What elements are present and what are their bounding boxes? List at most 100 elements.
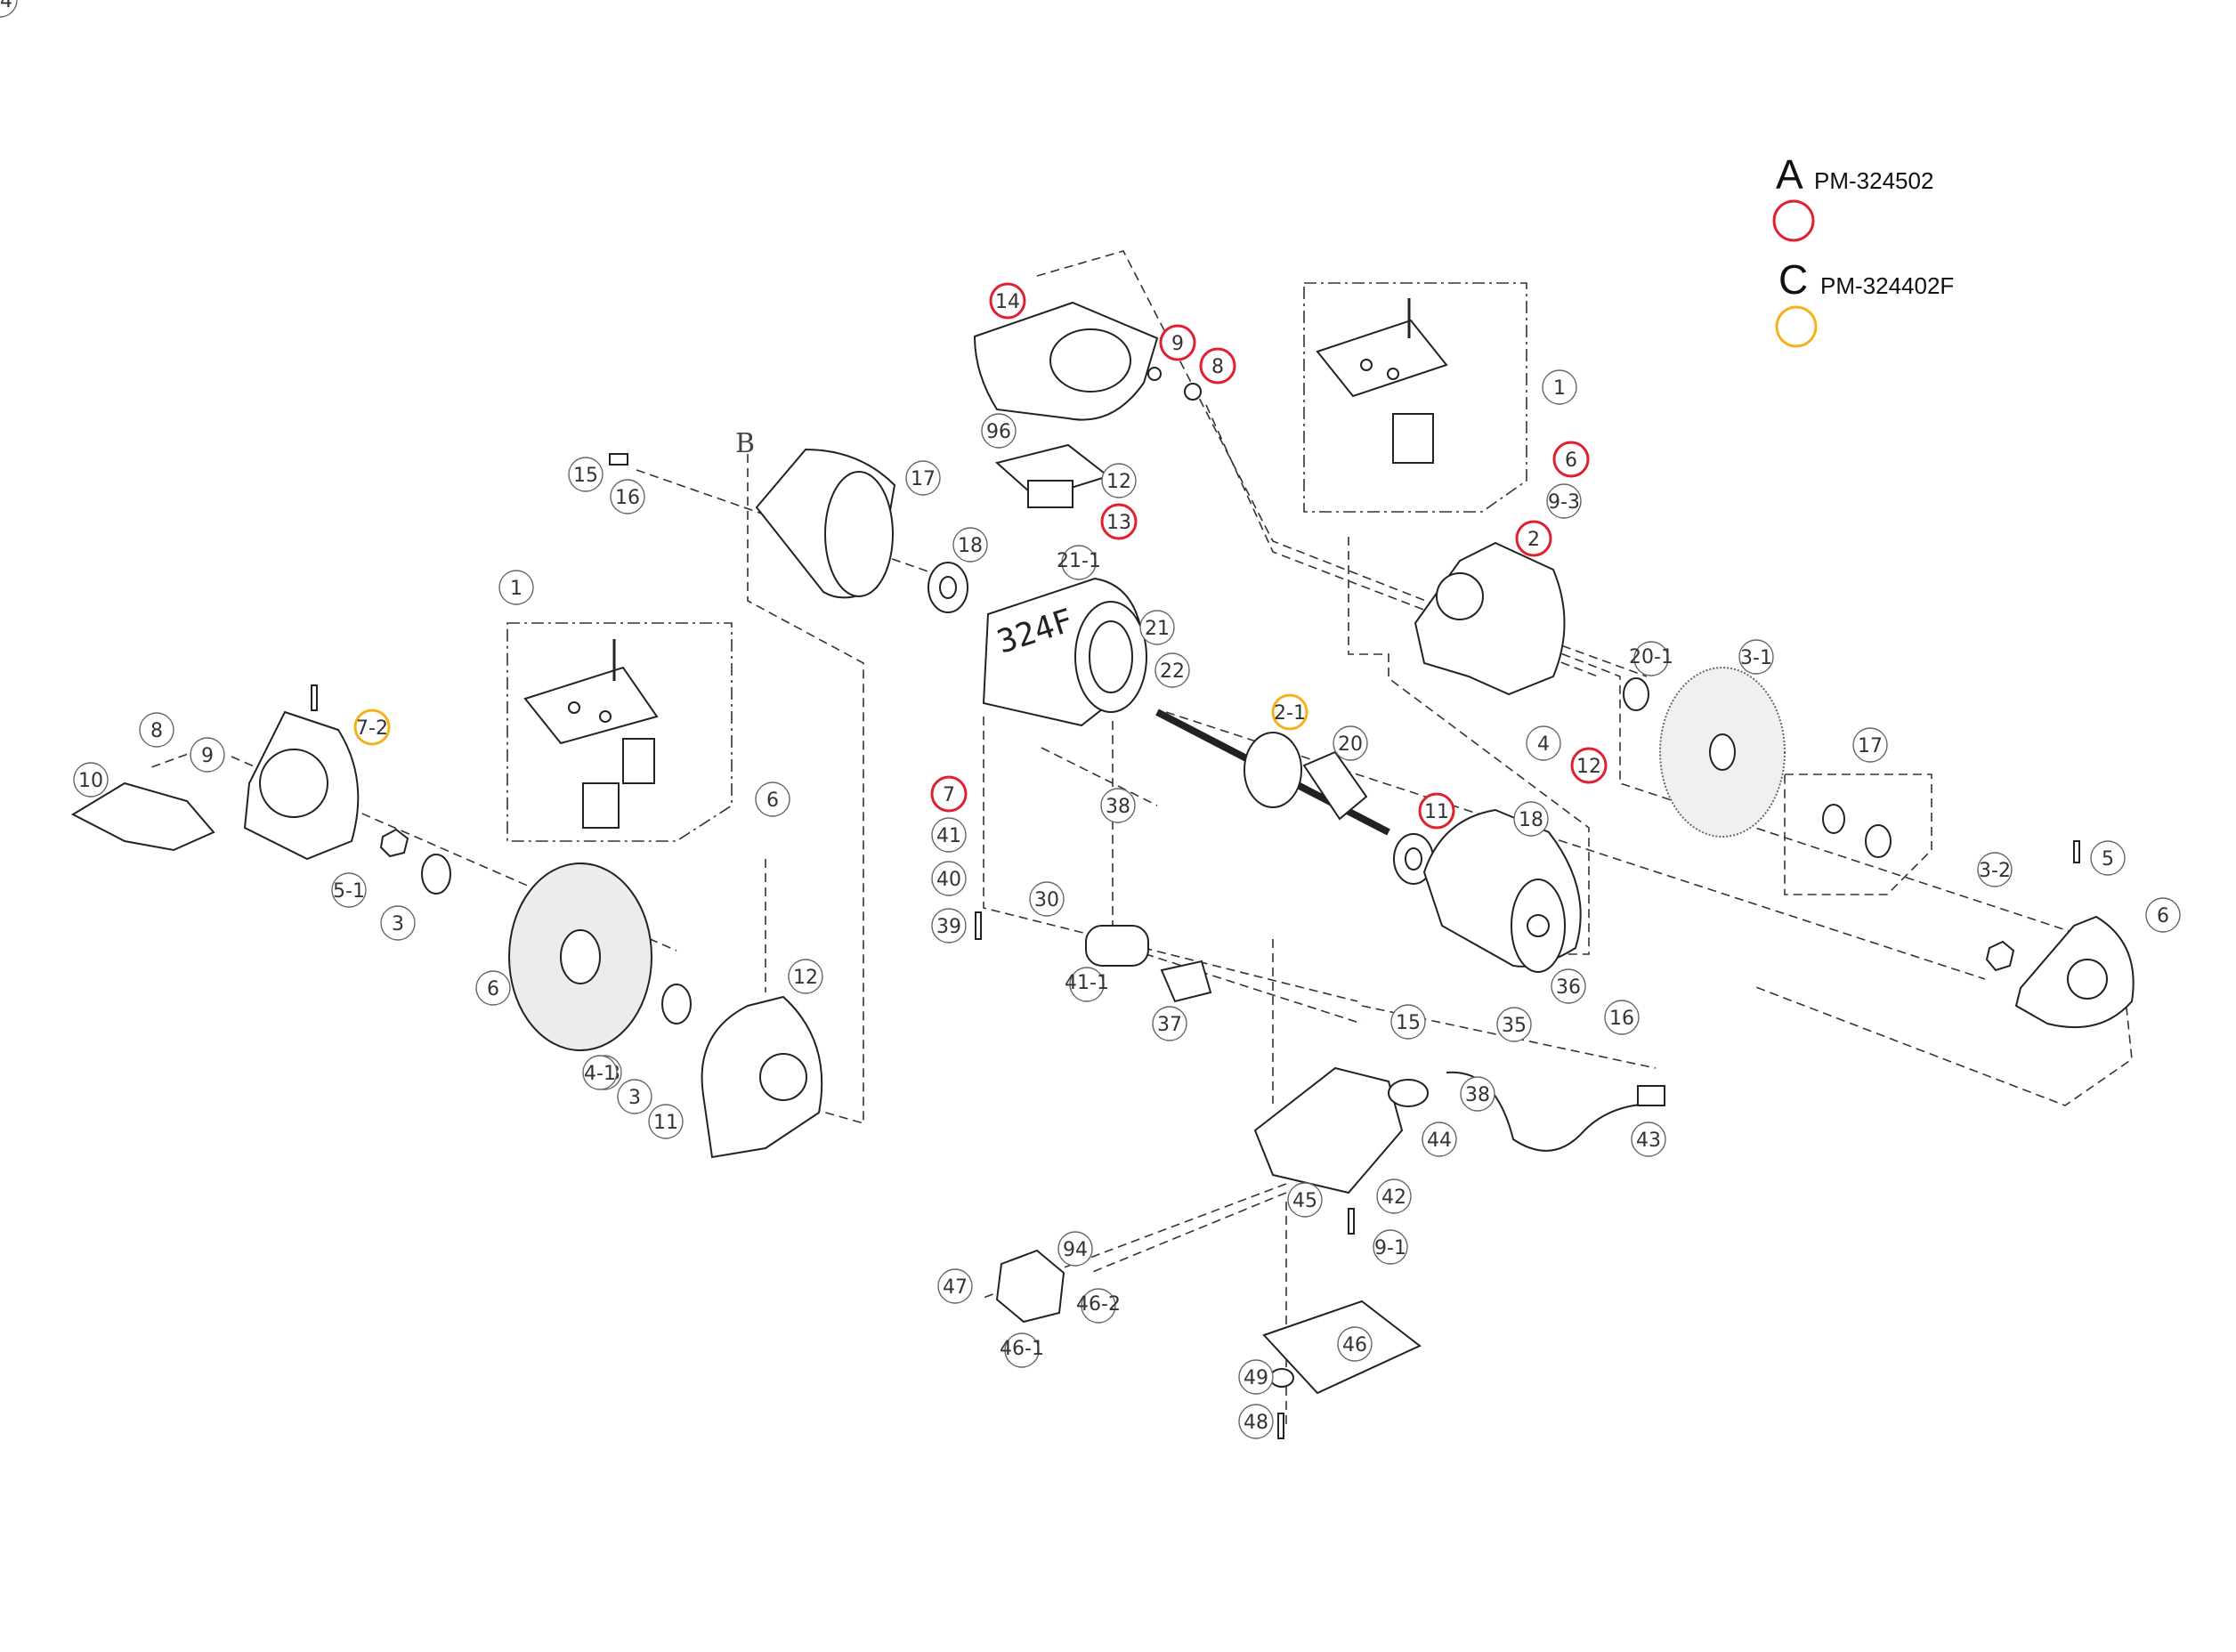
callout-text: 6 [487, 978, 499, 1000]
callout-text: 7-2 [356, 717, 388, 740]
callout-37: 37 [1152, 1006, 1187, 1041]
callout-15: 15 [1390, 1004, 1426, 1040]
callout-text: 40 [936, 869, 961, 891]
callout-circle [1633, 641, 1669, 676]
callout-2-1: 2-1 [1271, 693, 1308, 731]
callout-96: 96 [981, 413, 1017, 449]
callout-circle [1546, 483, 1582, 519]
callout-circle [353, 709, 391, 746]
callout-12: 12 [788, 959, 823, 994]
callout-46-2: 46-2 [1076, 1288, 1121, 1324]
callout-text: 35 [1502, 1015, 1527, 1037]
callout-text: 1 [510, 578, 523, 600]
callout-circle [568, 457, 604, 492]
callout-20: 20 [1333, 725, 1368, 761]
callout-text: 13 [1106, 512, 1131, 534]
callout-circle [1101, 463, 1137, 498]
callout-46-1: 46-1 [1000, 1332, 1044, 1368]
callout-circle [1238, 1404, 1274, 1439]
callout-text: 2-1 [1274, 702, 1306, 725]
callout-circle [380, 905, 416, 941]
callout-circle [930, 775, 968, 813]
callout-text: 49 [1244, 1367, 1268, 1389]
callout-circle [1333, 725, 1368, 761]
callout-30: 30 [1029, 881, 1065, 917]
callout-circle [1852, 727, 1888, 763]
callout-text: 20 [1338, 733, 1363, 756]
callout-text: 12 [1576, 756, 1601, 778]
callout-circle [1139, 610, 1175, 645]
callout-text: 16 [615, 487, 640, 509]
callout-circle [1238, 1359, 1274, 1395]
callout-8: 8 [1199, 347, 1236, 385]
callout-circle [617, 1079, 652, 1114]
callout-6: 6 [2145, 897, 2181, 933]
callout-text: 22 [1160, 660, 1185, 683]
callout-circle [1526, 725, 1561, 761]
callout-text: 6 [766, 790, 779, 812]
callout-text: 41 [936, 825, 961, 847]
callout-text: 8 [1211, 356, 1224, 378]
callout-text: 15 [1396, 1012, 1421, 1034]
callout-42: 42 [1376, 1178, 1412, 1214]
callout-text: 11 [1424, 801, 1449, 823]
callout-1: 1 [498, 570, 534, 605]
callout-text: 37 [1157, 1014, 1182, 1036]
callout-circle [1337, 1326, 1373, 1362]
callout-circle [1552, 441, 1590, 478]
callout-38: 38 [1100, 788, 1136, 823]
callout-circle [1100, 788, 1136, 823]
callout-45: 45 [1287, 1182, 1323, 1218]
callout-40: 40 [931, 861, 967, 896]
assembly-lines [150, 250, 2133, 1424]
callout-18: 18 [1513, 801, 1549, 837]
callout-text: 9-1 [1374, 1237, 1406, 1259]
callout-circle [1373, 1229, 1408, 1265]
callout-circle [931, 861, 967, 896]
callout-circle [1029, 881, 1065, 917]
callout-10: 10 [73, 762, 109, 798]
callout-labels: 1498961213169-321516171821-12122167-2891… [0, 0, 2181, 1439]
callout-text: 5 [2102, 848, 2114, 871]
callout-circle [788, 959, 823, 994]
callout-circle [931, 908, 967, 943]
callout-circle [1738, 639, 1774, 675]
callout-circle [582, 1055, 618, 1090]
callout-text: 36 [1556, 976, 1581, 999]
callout-circle [1631, 1122, 1666, 1157]
callout-circle [931, 817, 967, 853]
legend: A PM-324502 C PM-324402F [1772, 151, 1954, 348]
callout-circle [989, 282, 1026, 320]
callout-9-1: 9-1 [1373, 1229, 1408, 1265]
callout-circle [498, 570, 534, 605]
callout-circle [1100, 503, 1138, 540]
callout-circle [1604, 1000, 1640, 1035]
callout-circle [1570, 747, 1608, 784]
callout-41-1: 41-1 [1065, 967, 1109, 1002]
callout-text: 3 [628, 1087, 641, 1109]
callout-circle [475, 970, 511, 1006]
callout-text: 3-1 [1740, 647, 1772, 669]
callout-circle [1460, 1076, 1495, 1112]
callout-circle [1542, 369, 1577, 405]
callout-text: 44 [1427, 1130, 1452, 1152]
callout-43: 43 [1631, 1122, 1666, 1157]
callout-circle [648, 1104, 684, 1139]
callout-4: 4 [1526, 725, 1561, 761]
callout-46: 46 [1337, 1326, 1373, 1362]
callout-text: 6 [2157, 905, 2169, 927]
callout-text: 38 [1106, 796, 1130, 818]
callout-circle [1271, 693, 1308, 731]
callout-text: 14 [995, 291, 1020, 313]
callout-text: 38 [1465, 1084, 1490, 1106]
callout-17: 17 [905, 460, 941, 496]
callout-text: 21 [1145, 618, 1170, 640]
callout-text: 21-1 [1057, 550, 1101, 572]
legend-letter-a: A [1776, 151, 1803, 198]
callout-text: 46-1 [1000, 1338, 1044, 1360]
callout-49: 49 [1238, 1359, 1274, 1395]
legend-swatch-c [1775, 305, 1818, 348]
callout-16: 16 [610, 479, 645, 514]
legend-letter-c: C [1778, 256, 1808, 303]
callout-text: 1 [1553, 377, 1566, 400]
